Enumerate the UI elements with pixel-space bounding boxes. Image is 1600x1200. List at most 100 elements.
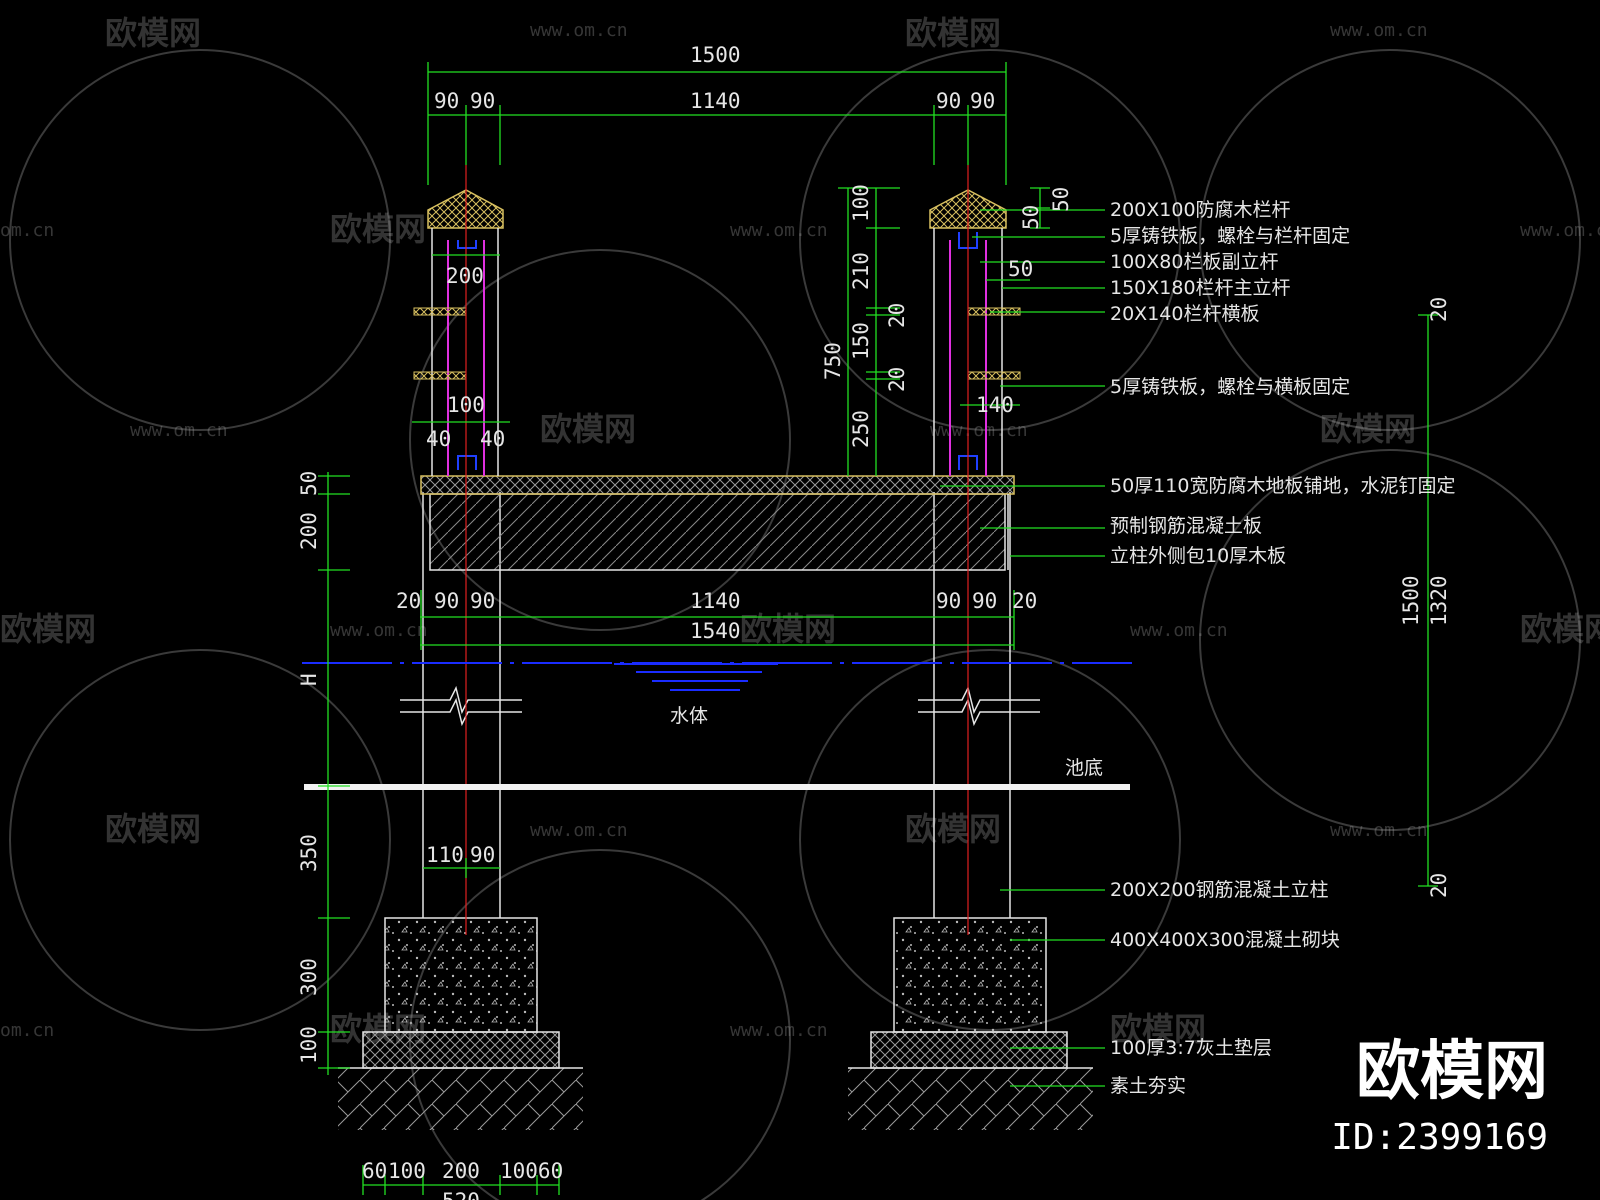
note-lime-soil: 100厚3:7灰土垫层 [1110,1037,1272,1059]
dim-base-100: 100 [388,1159,426,1183]
dim-left-100: 100 [297,1026,321,1064]
note-compacted-soil: 素土夯实 [1110,1075,1186,1097]
precast-concrete-slab [420,475,1015,571]
dim-top-90: 90 [434,89,459,113]
note-cladding: 立柱外侧包10厚木板 [1110,545,1286,567]
brand-logo: 欧模网 [1356,1035,1548,1109]
compacted-soil [338,1067,1093,1130]
watermark-url: www.om.cn [930,420,1028,441]
dim-750: 750 [821,342,845,380]
dim-right-1500: 1500 [1399,575,1423,626]
watermark-logo: 欧模网 [905,810,1001,848]
dim-top-90: 90 [936,89,961,113]
dimension-lines [318,62,1438,1195]
timber-decking [420,475,1015,495]
watermark-url: www.om.cn [1330,820,1428,841]
dim-base-60: 60 [362,1159,387,1183]
watermark-logo: 欧模网 [540,410,636,448]
dim-bottom-20: 20 [1012,589,1037,613]
dim-bottom-20: 20 [396,589,421,613]
watermark-logo: 欧模网 [905,14,1001,52]
watermark-url: www.om.cn [130,420,228,441]
watermark-url: www.om.cn [730,220,828,241]
watermark-text: 欧模网 欧模网 欧模网 欧模网 欧模网 欧模网 欧模网 欧模网 欧模网 欧模网 … [0,14,1600,1048]
dim-r-50: 50 [1008,257,1033,281]
watermark-url: www.om.cn [1330,20,1428,41]
dim-base-total: 520 [442,1189,480,1200]
watermark-logo: 欧模网 [105,14,201,52]
watermark-logo: 欧模网 [1520,610,1600,648]
concrete-block [384,917,1047,1033]
dim-top-90: 90 [970,89,995,113]
watermark-url: om.cn [0,1020,54,1041]
note-rc-column: 200X200钢筋混凝土立柱 [1110,879,1329,901]
dim-left-200: 200 [297,512,321,550]
dim-pier-90: 90 [470,843,495,867]
dim-cap-100: 100 [849,184,873,222]
watermark-url: www.om.cn [530,820,628,841]
dim-cap-50: 50 [1049,187,1073,212]
watermark-logo: 欧模网 [1110,1010,1206,1048]
centerline [465,165,969,935]
note-concrete-block: 400X400X300混凝土砌块 [1110,929,1340,951]
break-symbol [400,685,1040,727]
leader-lines [940,209,1105,1087]
dim-top-total: 1500 [690,43,741,67]
dim-r-140: 140 [976,393,1014,417]
dim-post-100: 100 [447,393,485,417]
watermark-url: www.om.cn [1520,220,1600,241]
pool-bottom-label: 池底 [1065,757,1103,779]
annotation-notes: 200X100防腐木栏杆 5厚铸铁板，螺栓与栏杆固定 100X80栏板副立杆 1… [1110,199,1455,1097]
watermark-logo: 欧模网 [330,210,426,248]
note-iron-plate-board: 5厚铸铁板，螺栓与横板固定 [1110,376,1350,398]
watermark-url: www.om.cn [330,620,428,641]
dim-right-tick: 20 [1427,297,1451,322]
note-decking: 50厚110宽防腐木地板铺地，水泥钉固定 [1110,475,1455,497]
note-iron-plate-rail: 5厚铸铁板，螺栓与栏杆固定 [1110,225,1350,247]
note-rail: 200X100防腐木栏杆 [1110,199,1291,221]
dim-post-40: 40 [480,427,505,451]
watermark-url: www.om.cn [530,20,628,41]
note-secondary-post: 100X80栏板副立杆 [1110,251,1278,273]
note-main-post: 150X180栏杆主立杆 [1110,277,1291,299]
dim-right-1320: 1320 [1427,575,1451,626]
dim-bottom-90: 90 [972,589,997,613]
left-rail-post [413,189,504,476]
water-label: 水体 [670,705,708,727]
dim-20: 20 [885,303,909,328]
dim-post-40: 40 [426,427,451,451]
dim-right-tick: 20 [1427,873,1451,898]
watermark-layer [9,49,1581,1200]
dim-top-90: 90 [470,89,495,113]
lime-soil-cushion [362,1031,1068,1069]
dim-bottom-total: 1540 [690,619,741,643]
note-cross-board: 20X140栏杆横板 [1110,303,1259,325]
dim-left-300: 300 [297,958,321,996]
dim-left-350: 350 [297,834,321,872]
watermark-logo: 欧模网 [105,810,201,848]
dim-bottom-90: 90 [434,589,459,613]
dim-bottom-90: 90 [936,589,961,613]
dim-cap-50: 50 [1019,205,1043,230]
note-precast-slab: 预制钢筋混凝土板 [1110,515,1262,537]
pool-bottom [304,784,1130,790]
watermark-url: om.cn [0,220,54,241]
watermark-url: www.om.cn [1130,620,1228,641]
dim-150: 150 [849,322,873,360]
watermark-url: www.om.cn [730,1020,828,1041]
dim-210: 210 [849,252,873,290]
dim-bottom-90: 90 [470,589,495,613]
dim-top-span: 1140 [690,89,741,113]
water-level [302,662,1132,691]
dimension-text: 1500 90 90 1140 90 90 200 100 40 40 100 … [297,43,1451,1200]
brand-id: ID:2399169 [1331,1117,1548,1158]
dim-20: 20 [885,367,909,392]
dim-post-200: 200 [446,264,484,288]
dim-left-50: 50 [297,471,321,496]
dim-water-level: H [297,673,321,686]
dim-pier-110: 110 [426,843,464,867]
dim-base-200: 200 [442,1159,480,1183]
watermark-logo: 欧模网 [1320,410,1416,448]
watermark-logo: 欧模网 [0,610,96,648]
